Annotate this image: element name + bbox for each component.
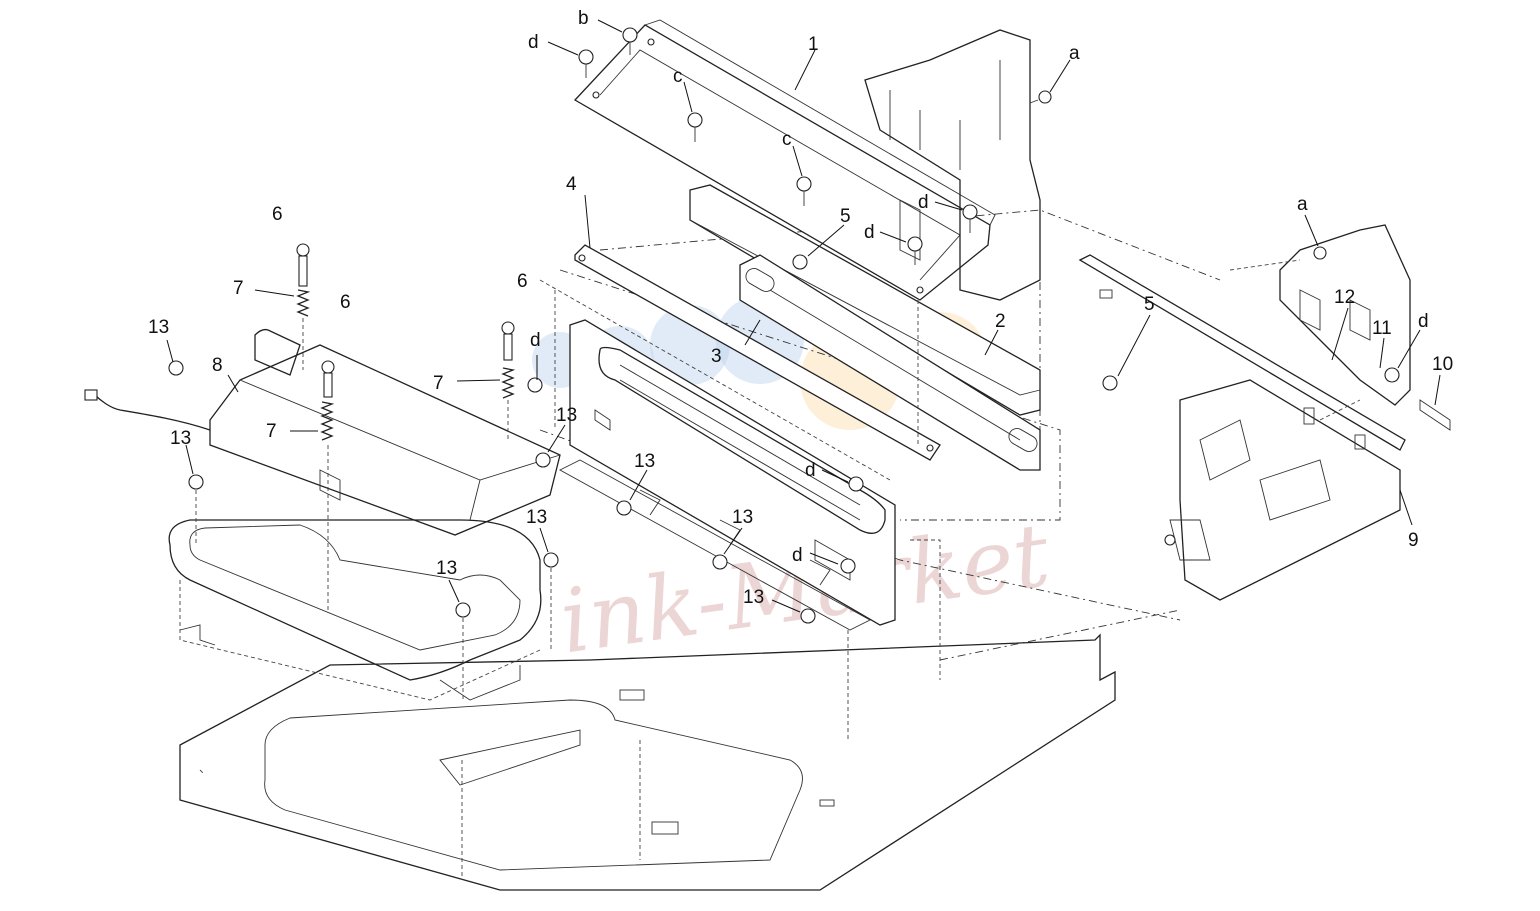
- screw-b: [622, 27, 638, 55]
- screw-a-right: [1313, 246, 1327, 260]
- callout-9: 9: [1408, 530, 1419, 551]
- screw-d-top: [578, 49, 594, 78]
- callout-d7: d: [792, 545, 803, 566]
- callout-13c: 13: [556, 405, 577, 426]
- screw-13h: [800, 608, 816, 624]
- leader-lines: [166, 19, 1441, 613]
- callout-5b: 5: [1144, 294, 1155, 315]
- screw-d-plate2: [840, 558, 856, 574]
- callout-d1: d: [528, 32, 539, 53]
- screw-5-right: [1102, 375, 1118, 391]
- callout-12: 12: [1334, 287, 1355, 308]
- callout-5a: 5: [840, 206, 851, 227]
- screw-6a: [296, 243, 310, 287]
- callout-2: 2: [995, 311, 1006, 332]
- fastener-axes: [195, 300, 919, 740]
- screw-d-plate1: [848, 476, 864, 492]
- screw-5-left: [792, 254, 808, 270]
- screw-a-top: [1029, 90, 1052, 104]
- callout-8: 8: [212, 355, 223, 376]
- callout-3: 3: [711, 346, 722, 367]
- left-tray-frame: [168, 519, 542, 701]
- under-plate: [539, 279, 891, 631]
- callout-1: 1: [808, 34, 819, 55]
- callout-6a: 6: [272, 204, 283, 225]
- screw-c1: [687, 112, 703, 142]
- base-frame: [179, 539, 1116, 891]
- callouts: 1 2 3 4 5 5 6 6 6 7 7 7 8 9 10 11 12 13 …: [148, 8, 1453, 608]
- spring-7c: [501, 367, 516, 399]
- screw-6b: [321, 360, 335, 398]
- callout-a1: a: [1069, 43, 1080, 64]
- front-slotted-plate: [569, 319, 896, 626]
- part-3-rail: [739, 254, 1041, 471]
- callout-cc2: c: [782, 129, 792, 150]
- callout-13f: 13: [732, 507, 753, 528]
- callout-6c: 6: [517, 271, 528, 292]
- screw-13c: [535, 452, 551, 468]
- screw-13g: [455, 602, 471, 618]
- spring-7a: [296, 289, 311, 317]
- callout-10: 10: [1432, 354, 1453, 375]
- callout-13a: 13: [148, 317, 169, 338]
- callout-13h: 13: [743, 587, 764, 608]
- screw-13f: [712, 554, 728, 570]
- callout-13b: 13: [170, 428, 191, 449]
- callout-d3: d: [864, 222, 875, 243]
- part-2-bar: [689, 184, 1041, 416]
- callout-6b: 6: [340, 292, 351, 313]
- part-8-component: [84, 328, 561, 536]
- part-4-plate: [574, 244, 941, 461]
- callout-13g: 13: [436, 558, 457, 579]
- screw-c2: [796, 176, 812, 206]
- screws: [168, 27, 1400, 624]
- callout-13d: 13: [634, 451, 655, 472]
- right-lower-frame: [1078, 224, 1451, 601]
- callout-a2: a: [1297, 194, 1308, 215]
- screw-d-mid: [907, 236, 923, 265]
- screw-13e: [543, 552, 559, 568]
- screw-6c: [501, 321, 515, 361]
- callout-d6: d: [805, 460, 816, 481]
- screw-13b: [188, 474, 204, 490]
- callout-cc1: c: [673, 66, 683, 87]
- callout-7b: 7: [433, 373, 444, 394]
- callout-7c: 7: [266, 421, 277, 442]
- callout-11: 11: [1372, 318, 1392, 339]
- callout-b1: b: [578, 8, 589, 29]
- screw-d-right: [1384, 367, 1400, 383]
- callout-4: 4: [566, 174, 577, 195]
- screw-13d: [616, 500, 632, 516]
- screw-13a: [168, 360, 184, 376]
- spring-7b: [320, 401, 335, 441]
- callout-d5: d: [530, 330, 541, 351]
- callout-7a: 7: [233, 278, 244, 299]
- callout-13e: 13: [526, 507, 547, 528]
- screw-d-left-mid: [527, 377, 543, 393]
- screw-d-top-right: [962, 204, 978, 233]
- callout-d2: d: [918, 192, 929, 213]
- callout-d4: d: [1418, 311, 1429, 332]
- right-upper-frame: [864, 29, 1041, 301]
